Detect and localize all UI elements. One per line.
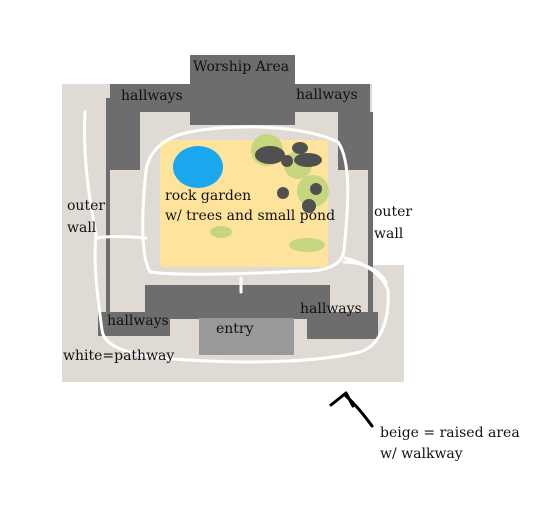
pathway-connector-left bbox=[95, 235, 148, 240]
outer-wall-left-label-2: wall bbox=[67, 220, 97, 236]
pathways bbox=[83, 110, 390, 364]
rock-garden-label-2: w/ trees and small pond bbox=[165, 208, 336, 224]
tree bbox=[289, 238, 325, 252]
worship-area-label: Worship Area bbox=[193, 59, 290, 75]
rock bbox=[310, 183, 322, 195]
beige-legend-label-1: beige = raised area bbox=[380, 425, 520, 441]
hallways-top-left-label: hallways bbox=[121, 88, 183, 104]
tree bbox=[210, 226, 232, 238]
rock bbox=[281, 155, 293, 167]
white-pathway-legend: white=pathway bbox=[63, 348, 175, 364]
hallways-top-right-label: hallways bbox=[296, 87, 358, 103]
outer-wall-left-block bbox=[110, 84, 140, 170]
outer-wall-lines bbox=[106, 98, 373, 318]
arrow-icon bbox=[329, 391, 374, 428]
rock bbox=[292, 142, 308, 154]
rock-garden-label-1: rock garden bbox=[165, 188, 252, 204]
entry-label: entry bbox=[216, 321, 254, 337]
rock bbox=[277, 187, 289, 199]
building-structures bbox=[98, 55, 378, 355]
hallway-bottom-right-block bbox=[307, 312, 378, 339]
rock bbox=[294, 153, 322, 167]
beige-legend-label-2: w/ walkway bbox=[380, 446, 463, 462]
pathway-connector-right bbox=[342, 260, 388, 284]
outer-wall-line-right bbox=[368, 112, 373, 314]
hallway-bottom-center-block bbox=[145, 285, 330, 319]
outer-wall-right-label-2: wall bbox=[374, 226, 404, 242]
outer-pathway-loop bbox=[83, 110, 390, 364]
rock bbox=[302, 199, 316, 213]
outer-wall-left-label-1: outer bbox=[67, 198, 106, 214]
pond bbox=[173, 146, 223, 188]
worship-area-block bbox=[190, 55, 295, 125]
rock bbox=[255, 146, 285, 164]
outer-wall-line-left bbox=[106, 98, 110, 318]
hallways-bottom-left-label: hallways bbox=[107, 313, 169, 329]
arrow-head bbox=[329, 391, 355, 408]
trees-and-rocks bbox=[210, 134, 329, 252]
entry-block bbox=[199, 318, 294, 355]
hallways-bottom-right-label: hallways bbox=[300, 301, 362, 317]
outer-wall-right-label-1: outer bbox=[374, 204, 413, 220]
inner-pathway-loop bbox=[141, 125, 350, 276]
